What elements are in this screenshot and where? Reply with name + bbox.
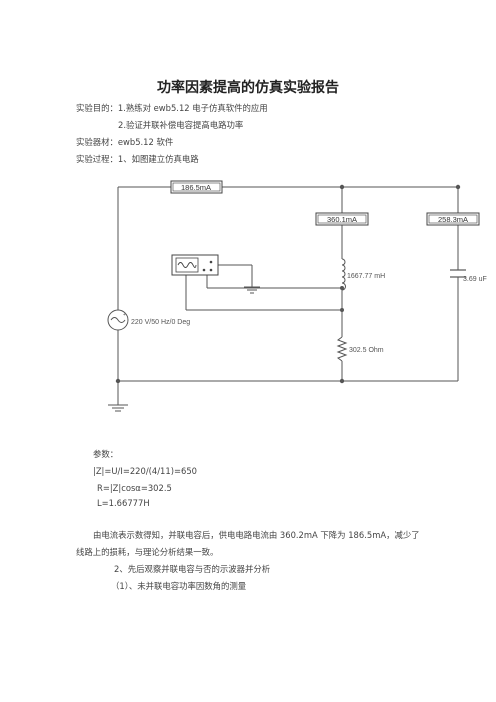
page-title: 功率因素提高的仿真实验报告 (157, 80, 339, 96)
source-label: 220 V/50 Hz/0 Deg (131, 319, 190, 326)
purpose-item-2: 2.验证并联补偿电容提高电路功率 (118, 120, 244, 130)
ammeter-branch-reading: 360.1mA (327, 215, 357, 224)
ammeter-total-reading: 186.5mA (181, 183, 211, 192)
ground-icon (244, 286, 260, 294)
ammeter-capacitor-reading: 258.3mA (438, 215, 468, 224)
process-item-1: 1、如图建立仿真电路 (117, 154, 199, 164)
ammeter-capacitor: 258.3mA (426, 212, 480, 226)
resistor: 302.5 Ohm (336, 336, 384, 362)
capacitor-value: 3.69 uF (463, 276, 487, 283)
equipment-line: 实验器材：ewb5.12 软件 (76, 137, 173, 148)
resistor-value: 302.5 Ohm (349, 347, 384, 354)
step2-title: 2、先后观察并联电容与否的示波器并分析 (114, 564, 271, 574)
ammeter-branch: 360.1mA (315, 212, 369, 226)
conclusion-line-2: 线路上的损耗，与理论分析结果一致。 (76, 547, 219, 557)
param-l: L=1.66777H (97, 498, 150, 508)
purpose-item-1: 1.熟练对 ewb5.12 电子仿真软件的应用 (117, 103, 268, 113)
param-r: R=|Z|cosα=302.5 (97, 483, 172, 493)
param-z: |Z|=U/I=220/(4/11)=650 (93, 466, 197, 476)
ac-source-icon: + 220 V/50 Hz/0 Deg (107, 309, 190, 331)
purpose-label: 实验目的： (76, 103, 118, 113)
capacitor: 3.69 uF (450, 269, 487, 283)
purpose-line-1: 实验目的：1.熟练对 ewb5.12 电子仿真软件的应用 (76, 103, 268, 114)
process-line: 实验过程：1、如图建立仿真电路 (76, 154, 199, 165)
step2-sub1: （1）、未并联电容功率因数角的测量 (111, 581, 247, 591)
inductor: 1667.77 mH (341, 258, 385, 291)
inductor-value: 1667.77 mH (347, 273, 385, 280)
equipment-label: 实验器材： (76, 137, 118, 147)
ammeter-total: 186.5mA (170, 180, 223, 194)
oscilloscope-icon (171, 254, 219, 276)
ground-icon (108, 404, 128, 412)
equipment-value: ewb5.12 软件 (117, 137, 174, 147)
svg-text:+: + (123, 312, 126, 318)
process-label: 实验过程： (76, 154, 118, 164)
conclusion-line-1: 由电流表示数得知，并联电容后，供电电路电流由 360.2mA 下降为 186.5… (93, 530, 420, 540)
circuit-diagram: 186.5mA 360.1mA 258.3mA 1667.77 mH 302.5… (107, 180, 487, 412)
params-label: 参数： (93, 449, 119, 459)
